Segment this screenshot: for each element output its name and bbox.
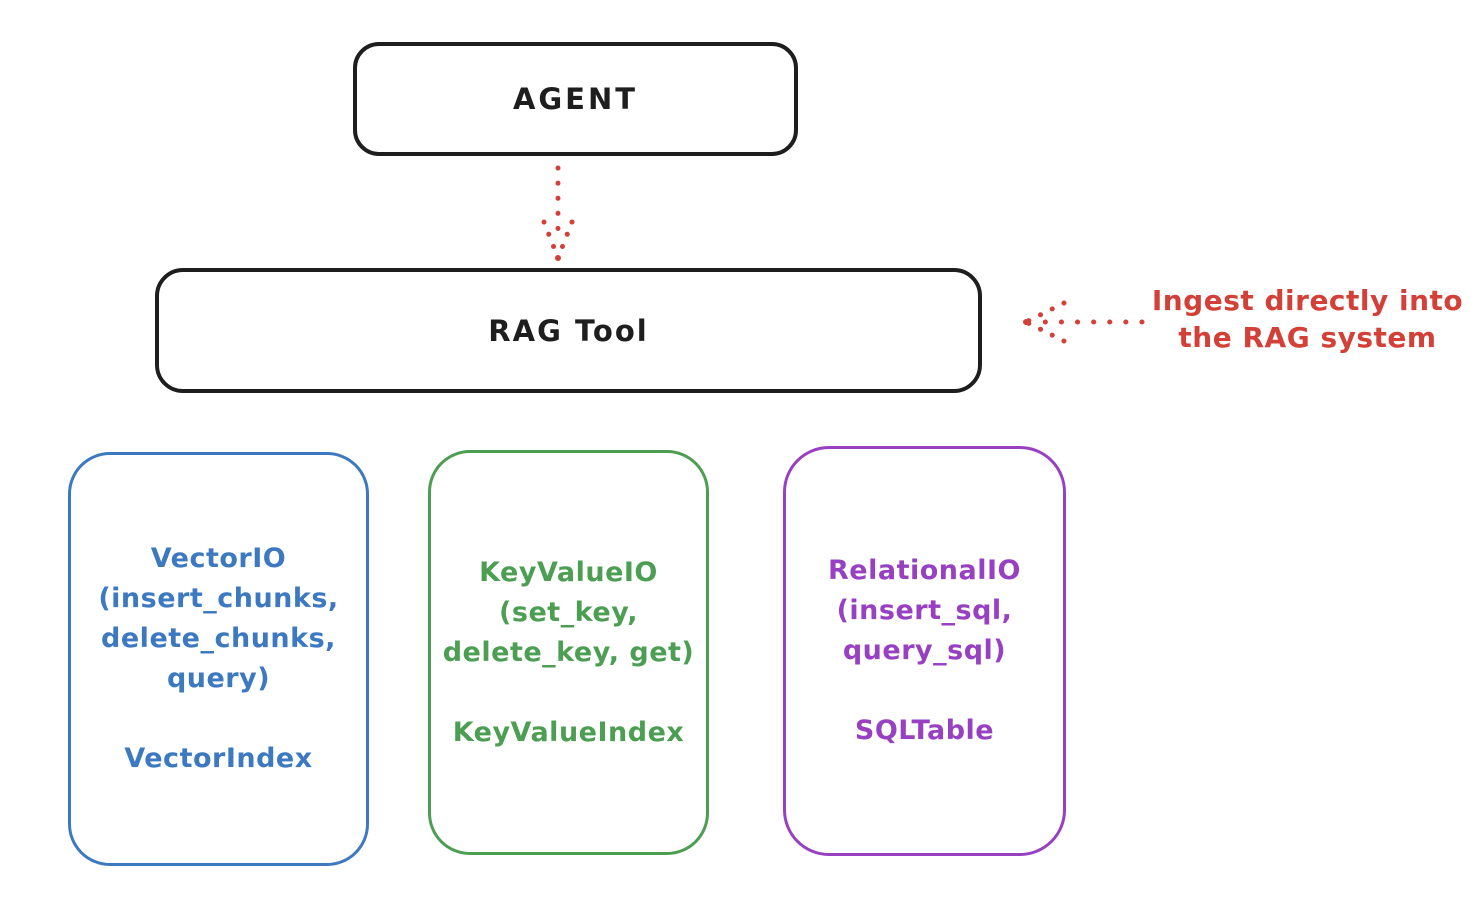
keyvalue-io-title-line: delete_key, get) xyxy=(442,636,695,668)
agent-to-rag-tool-arrow-icon xyxy=(541,165,575,261)
vector-io-title-line: delete_chunks, xyxy=(101,623,336,654)
relational-io-box: RelationalIO (insert_sql, query_sql) SQL… xyxy=(783,446,1066,856)
vector-io-title-line: VectorIO xyxy=(150,543,287,574)
annotation-line-2: the RAG system xyxy=(1178,321,1437,354)
keyvalue-index-label: KeyValueIndex xyxy=(452,716,685,748)
vector-index-label: VectorIndex xyxy=(124,743,313,774)
rag-tool-label: RAG Tool xyxy=(488,313,649,348)
agent-box: AGENT xyxy=(353,42,798,156)
relational-io-title-line: RelationalIO xyxy=(828,555,1021,586)
keyvalue-io-title-line: (set_key, xyxy=(499,596,638,628)
rag-tool-box: RAG Tool xyxy=(155,268,982,393)
keyvalue-io-title-line: KeyValueIO xyxy=(479,556,658,588)
annotation-text: Ingest directly into the RAG system xyxy=(1130,282,1484,356)
annotation-to-rag-tool-arrow-icon xyxy=(1023,300,1145,344)
agent-label: AGENT xyxy=(512,82,639,116)
relational-io-title-line: query_sql) xyxy=(842,635,1007,666)
keyvalue-io-box: KeyValueIO (set_key, delete_key, get) Ke… xyxy=(428,450,709,855)
annotation-line-1: Ingest directly into xyxy=(1151,284,1464,317)
vector-io-title-line: query) xyxy=(166,663,271,694)
relational-io-title-line: (insert_sql, xyxy=(836,595,1013,626)
sql-table-label: SQLTable xyxy=(854,715,995,746)
vector-io-title-line: (insert_chunks, xyxy=(98,583,339,614)
vector-io-box: VectorIO (insert_chunks, delete_chunks, … xyxy=(68,452,369,866)
